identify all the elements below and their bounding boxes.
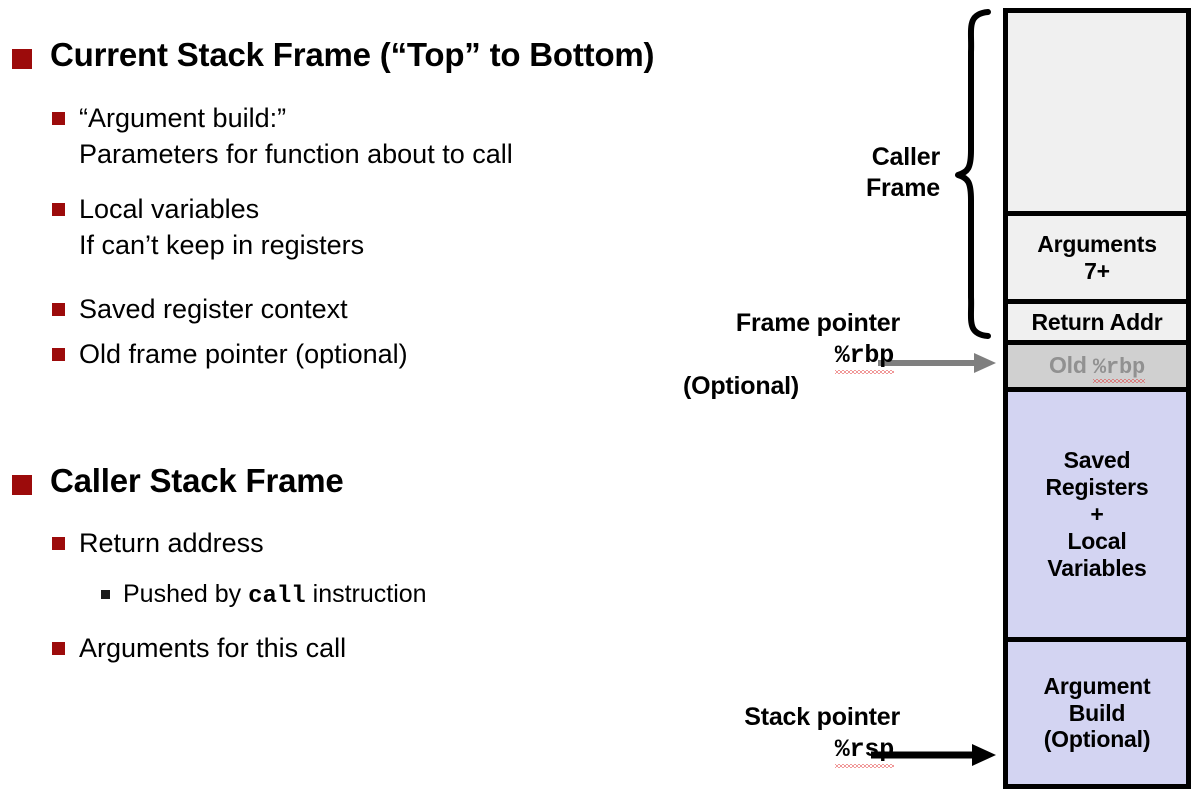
caller-frame-label-line: Caller <box>871 143 940 171</box>
bullet-text: Saved register context <box>79 294 348 324</box>
section-title: Current Stack Frame (“Top” to Bottom) <box>50 36 655 73</box>
register-rbp: %rbp <box>1092 354 1146 384</box>
section-heading-current-stack-frame: Current Stack Frame (“Top” to Bottom) <box>12 36 655 74</box>
cell-line: (Optional) <box>1043 726 1151 753</box>
stack-pointer-label-text: Stack pointer <box>744 703 900 731</box>
square-bullet-icon <box>12 49 32 69</box>
cell-line: Variables <box>1047 554 1147 581</box>
cell-line: Saved <box>1063 447 1131 474</box>
square-bullet-icon <box>52 203 65 216</box>
bullet-return-address: Return address <box>52 526 264 562</box>
bullet-text: Return address <box>79 528 264 558</box>
frame-pointer-arrow-head-icon <box>974 353 996 373</box>
square-bullet-icon <box>101 590 110 599</box>
frame-pointer-label: Frame pointer %rbp (Optional) <box>600 308 900 402</box>
frame-pointer-label-text: Frame pointer <box>735 309 900 337</box>
cell-line: Arguments <box>1037 230 1157 257</box>
subbullet-pushed-by-call: Pushed by call instruction <box>101 578 427 612</box>
stack-pointer-arrow-head-icon <box>972 744 996 766</box>
diagram-overlay <box>871 9 996 766</box>
frame-pointer-optional-note: (Optional) <box>682 372 800 400</box>
cell-line: 7+ <box>1084 257 1110 284</box>
stack-column: Arguments 7+ Return Addr Old %rbp Saved … <box>1003 8 1191 789</box>
cell-line: Return Addr <box>1031 308 1163 335</box>
subbullet-prefix: Pushed by <box>123 580 249 608</box>
stack-cell-return-address: Return Addr <box>1008 304 1186 345</box>
stack-frame-diagram: Arguments 7+ Return Addr Old %rbp Saved … <box>600 8 1191 789</box>
slide-outline: Current Stack Frame (“Top” to Bottom) “A… <box>12 36 655 667</box>
section-title: Caller Stack Frame <box>50 462 344 499</box>
stack-cell-empty-caller-region <box>1008 13 1186 216</box>
bullet-text: Local variables If can’t keep in registe… <box>79 194 365 260</box>
cell-line: Local <box>1067 527 1127 554</box>
cell-line: Old %rbp <box>1048 351 1146 384</box>
stack-pointer-register-wrap: %rsp <box>600 733 900 768</box>
cell-line: Argument <box>1043 672 1151 699</box>
subbullet-text: Pushed by call instruction <box>123 578 427 612</box>
subbullet-suffix: instruction <box>305 580 427 608</box>
bullet-arguments-for-this-call: Arguments for this call <box>52 631 346 667</box>
cell-line: Registers <box>1045 474 1149 501</box>
square-bullet-icon <box>52 642 65 655</box>
bullet-text: Arguments for this call <box>79 633 347 663</box>
square-bullet-icon <box>12 475 32 495</box>
caller-frame-label: Caller Frame <box>760 142 940 203</box>
cell-line-old: Old <box>1048 351 1093 378</box>
stack-cell-saved-registers-and-locals: Saved Registers + Local Variables <box>1008 392 1186 642</box>
cell-line: + <box>1090 501 1104 528</box>
bullet-argument-build: “Argument build:” Parameters for functio… <box>52 101 513 172</box>
register-rsp: %rsp <box>834 734 895 768</box>
stack-cell-argument-build: Argument Build (Optional) <box>1008 642 1186 784</box>
bullet-text: Old frame pointer (optional) <box>79 339 408 369</box>
stack-cell-old-rbp: Old %rbp <box>1008 345 1186 392</box>
code-call: call <box>248 583 306 610</box>
square-bullet-icon <box>52 348 65 361</box>
square-bullet-icon <box>52 303 65 316</box>
frame-pointer-register-wrap: %rbp <box>600 339 900 374</box>
bullet-old-frame-pointer: Old frame pointer (optional) <box>52 337 408 373</box>
bullet-local-variables: Local variables If can’t keep in registe… <box>52 192 364 263</box>
cell-line: Build <box>1068 699 1126 726</box>
stack-cell-arguments-7-plus: Arguments 7+ <box>1008 216 1186 304</box>
section-heading-caller-stack-frame: Caller Stack Frame <box>12 462 344 500</box>
stack-pointer-label: Stack pointer %rsp <box>600 702 900 768</box>
bullet-text: “Argument build:” Parameters for functio… <box>79 103 513 169</box>
caller-frame-label-line: Frame <box>865 173 940 202</box>
square-bullet-icon <box>52 112 65 125</box>
square-bullet-icon <box>52 537 65 550</box>
bullet-saved-register-context: Saved register context <box>52 292 348 328</box>
register-rbp: %rbp <box>834 340 895 374</box>
caller-frame-brace-icon <box>955 9 991 339</box>
